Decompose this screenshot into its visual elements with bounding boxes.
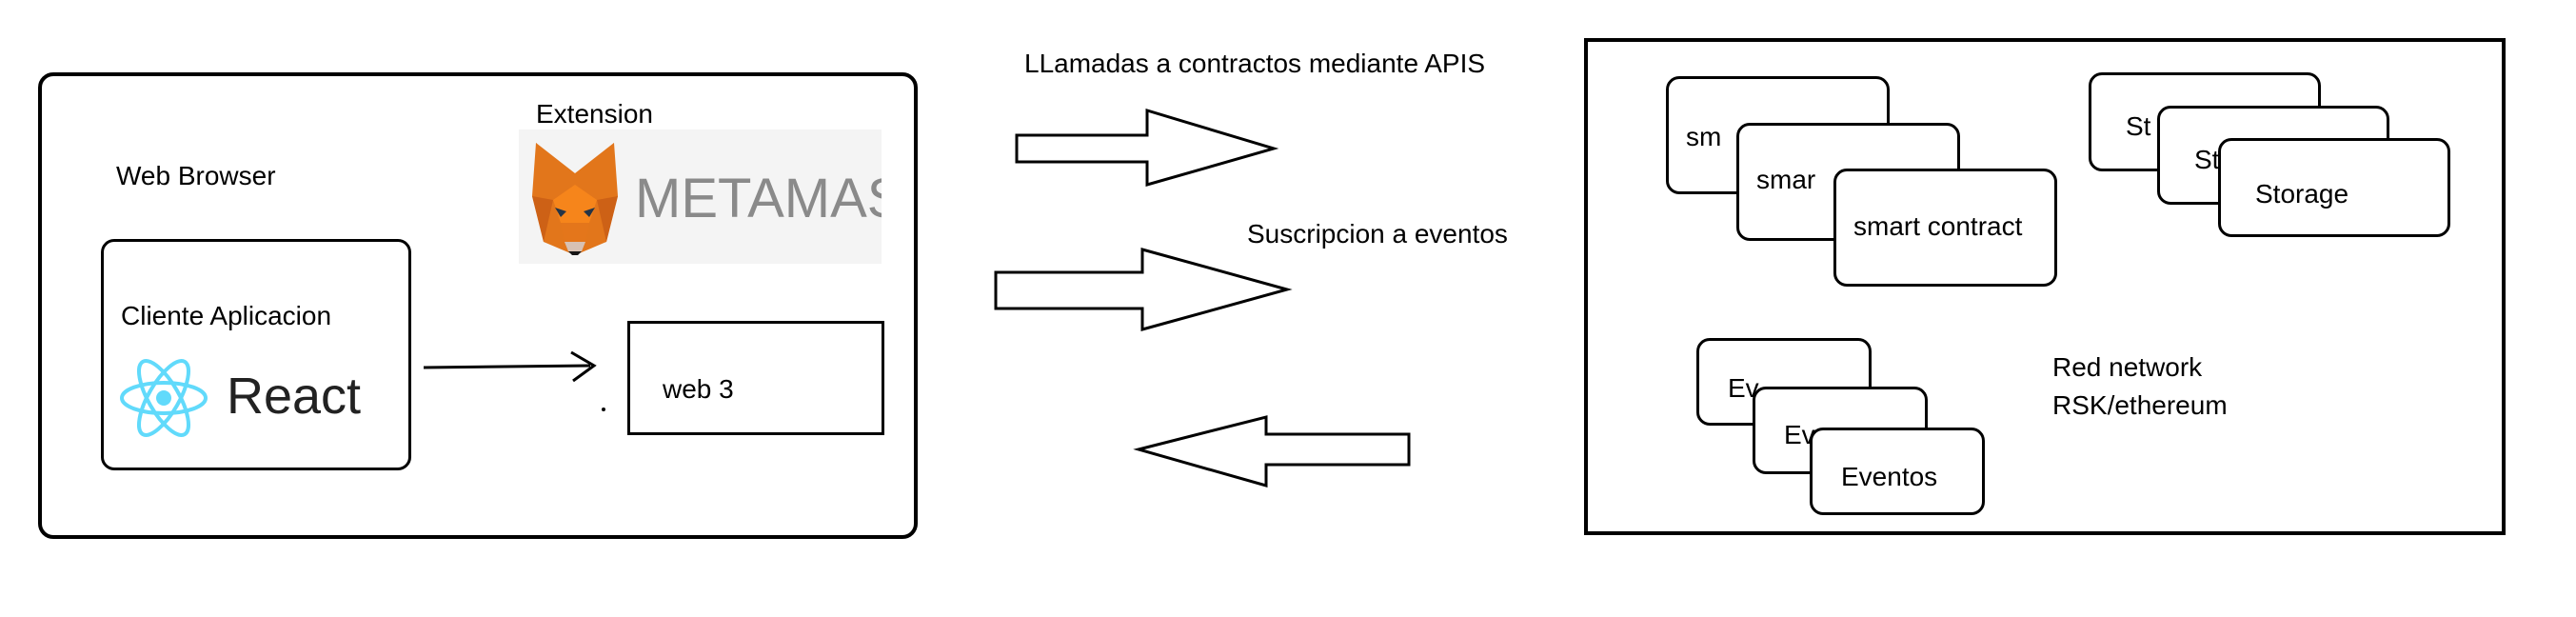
metamask-fox-icon: METAMASK	[532, 143, 941, 255]
events-card-front: Eventos	[1810, 428, 1985, 515]
storage-card-front: Storage	[2218, 138, 2450, 237]
smart-contract-front-label: smart contract	[1853, 211, 2023, 241]
client-application-label: Cliente Aplicacion	[121, 301, 332, 330]
metamask-logo: METAMASK	[519, 129, 941, 264]
web3-label: web 3	[663, 374, 734, 404]
events-return-arrow	[1133, 415, 1411, 488]
extension-label: Extension	[536, 99, 653, 129]
storage-back-label: St	[2126, 111, 2151, 141]
storage-front-label: Storage	[2255, 179, 2349, 209]
event-subscription-arrow	[994, 248, 1293, 331]
events-front-label: Eventos	[1841, 462, 1938, 491]
smart-contract-back-label: sm	[1686, 122, 1722, 151]
web3-box	[627, 321, 884, 435]
event-subscription-label: Suscripcion a eventos	[1247, 219, 1508, 249]
api-calls-label: LLamadas a contractos mediante APIS	[1024, 49, 1486, 78]
react-wordmark: React	[227, 368, 361, 425]
api-calls-arrow	[1015, 108, 1279, 187]
smart-contract-middle-label: smar	[1756, 165, 1816, 194]
react-to-web3-arrow	[423, 350, 605, 411]
network-label-line2: RSK/ethereum	[2052, 390, 2228, 420]
metamask-wordmark: METAMASK	[635, 168, 882, 229]
react-atom-icon: React	[120, 359, 361, 437]
smart-contract-card-front: smart contract	[1833, 169, 2057, 287]
storage-middle-label: St	[2194, 145, 2220, 174]
web-browser-label: Web Browser	[116, 161, 276, 190]
network-label-line1: Red network	[2052, 352, 2203, 382]
react-logo: React	[118, 350, 375, 446]
